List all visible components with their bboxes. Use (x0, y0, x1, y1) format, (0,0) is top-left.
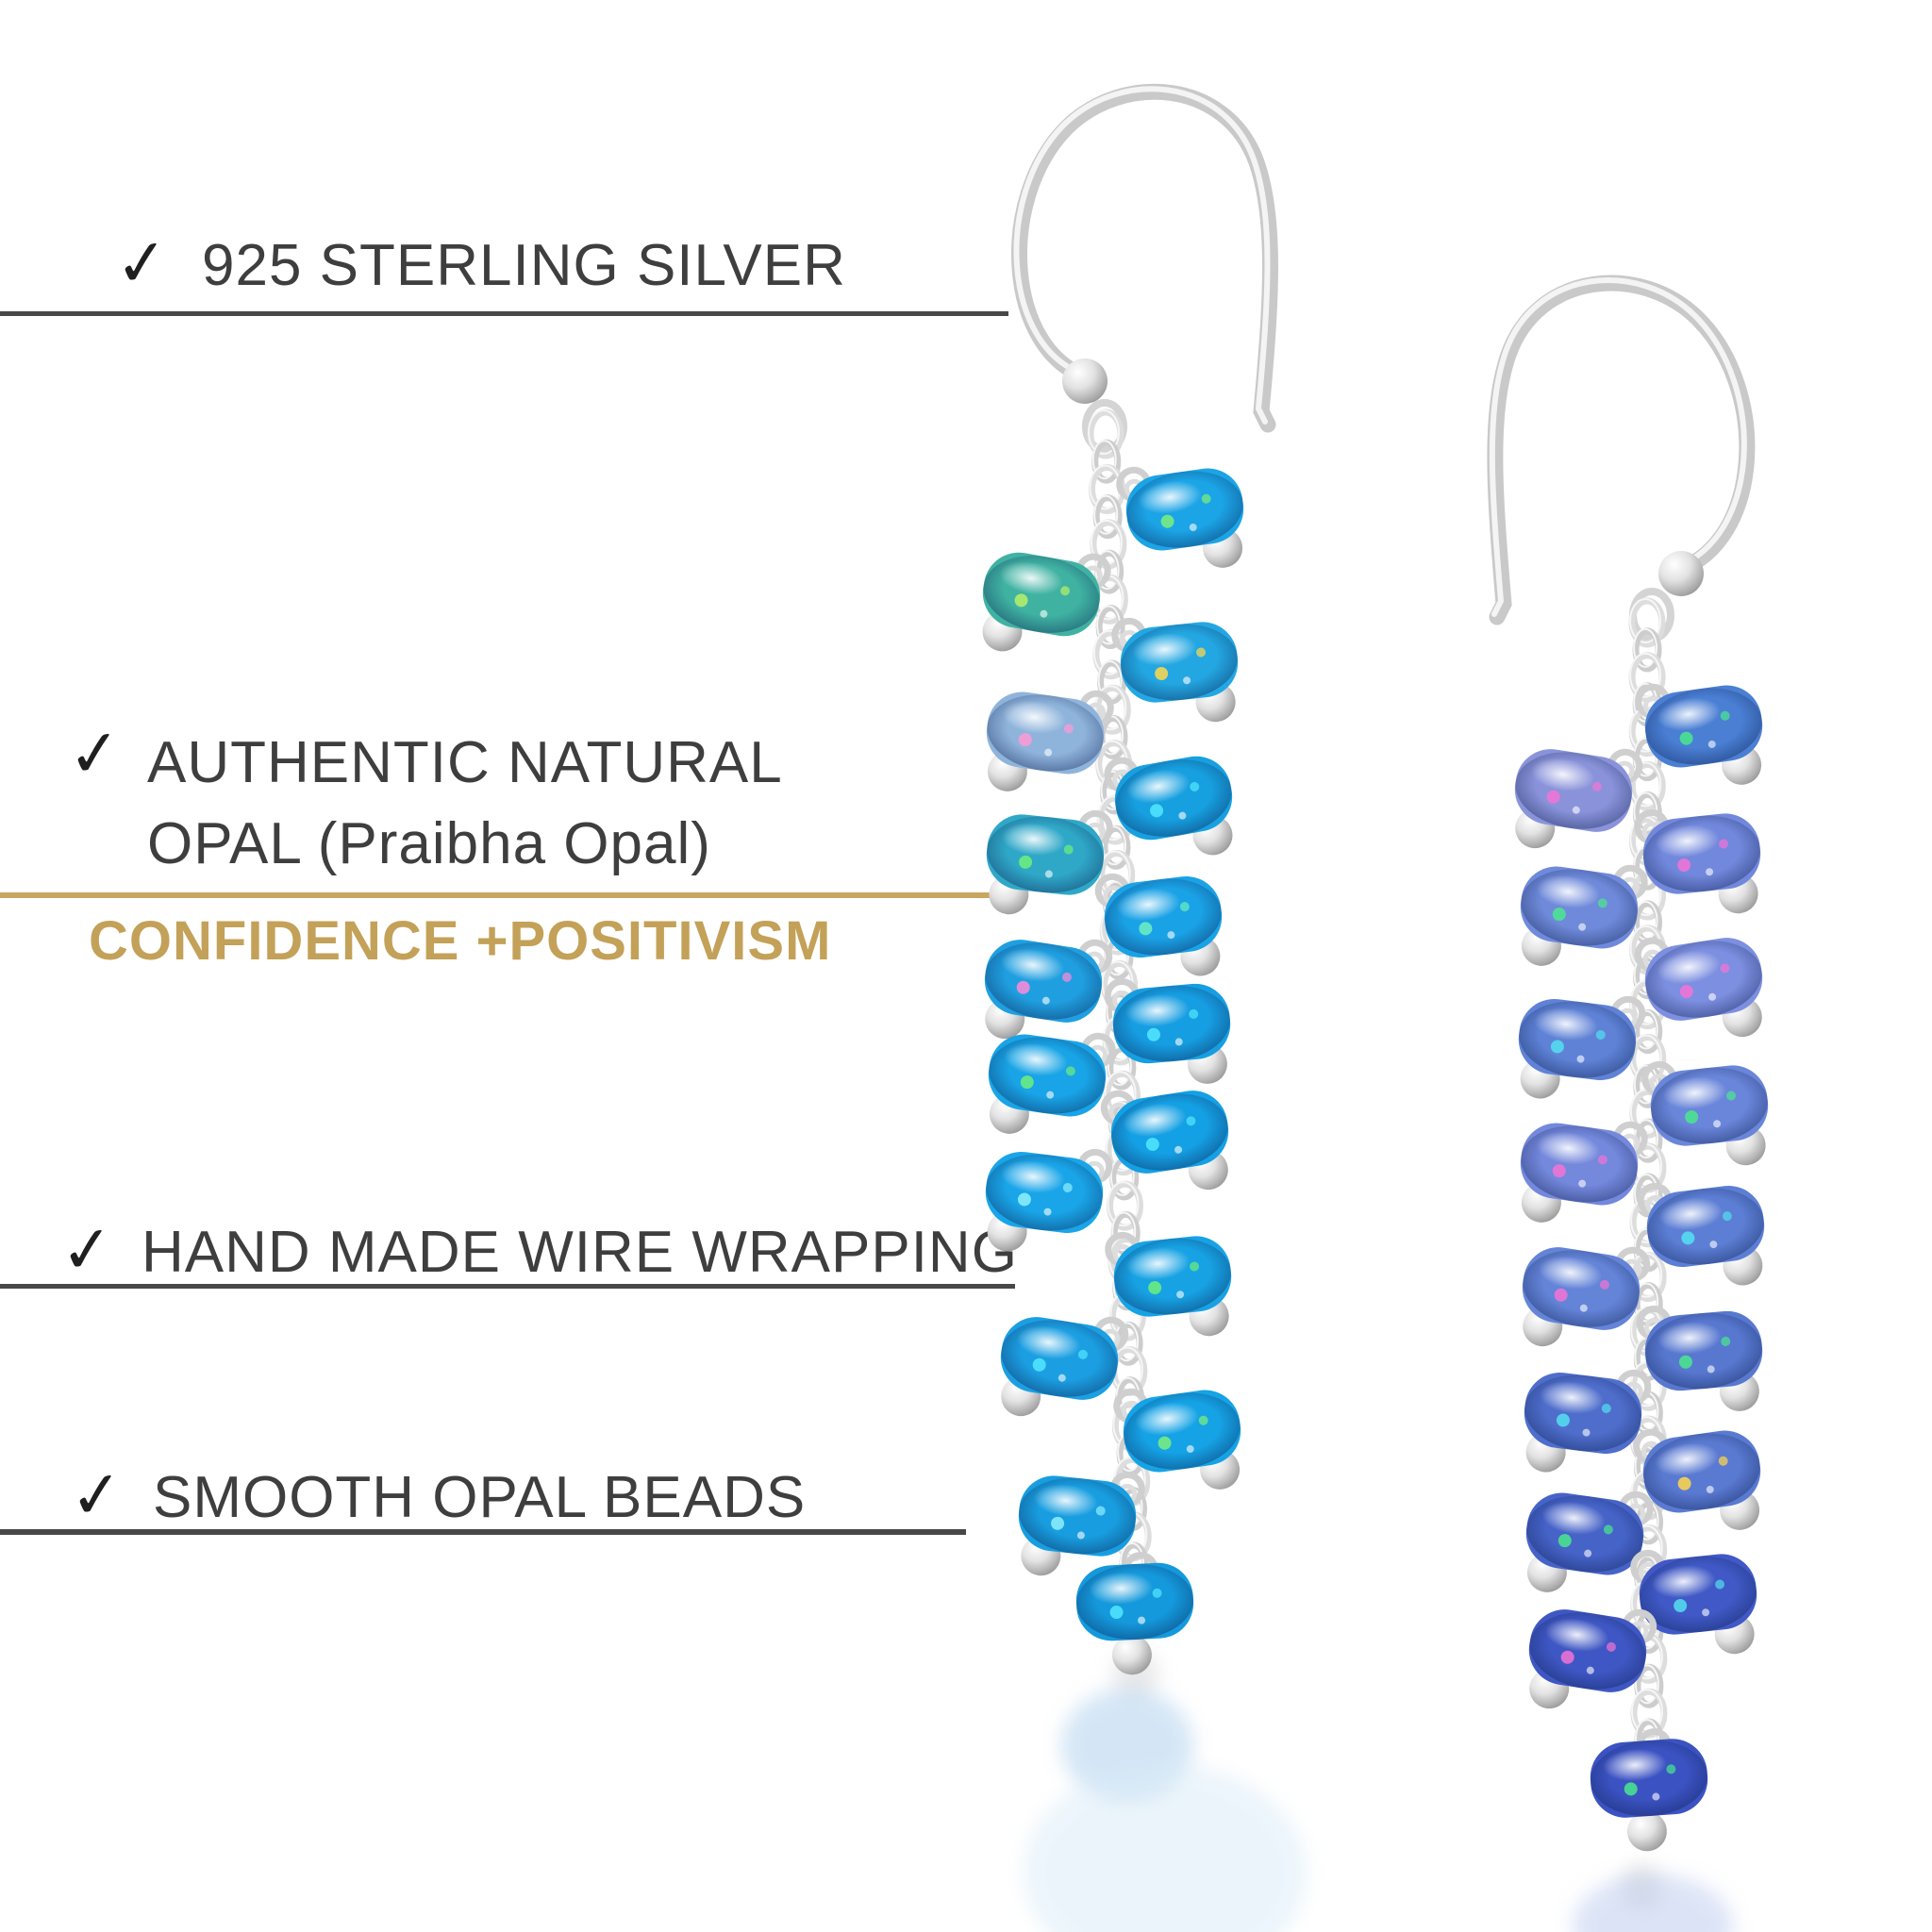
tagline: CONFIDENCE +POSITIVISM (89, 910, 832, 972)
divider-line (0, 1284, 1015, 1289)
feature-smooth-beads: ✓ SMOOTH OPAL BEADS (67, 1457, 807, 1534)
feature-sterling-silver-label: 925 STERLING SILVER (201, 233, 846, 298)
feature-sterling-silver: ✓ 925 STERLING SILVER (112, 225, 846, 302)
feature-authentic-line2: OPAL (Praibha Opal) (146, 811, 711, 876)
divider-line (0, 311, 1008, 316)
divider-line (0, 1529, 966, 1535)
feature-authentic-line1: AUTHENTIC NATURAL (146, 730, 783, 795)
feature-authentic-opal: ✓ AUTHENTIC NATURAL OPAL (Praibha Opal) (65, 716, 783, 885)
feature-handmade-wire-label: HAND MADE WIRE WRAPPING (141, 1220, 1018, 1285)
feature-smooth-beads-label: SMOOTH OPAL BEADS (152, 1465, 807, 1530)
right-earring (1487, 275, 1769, 1932)
feature-authentic-opal-label: AUTHENTIC NATURAL OPAL (Praibha Opal) (147, 723, 783, 885)
feature-handmade-wire: ✓ HAND MADE WIRE WRAPPING (58, 1212, 1018, 1289)
left-earring (982, 83, 1307, 1932)
gold-divider-line (0, 892, 1007, 898)
